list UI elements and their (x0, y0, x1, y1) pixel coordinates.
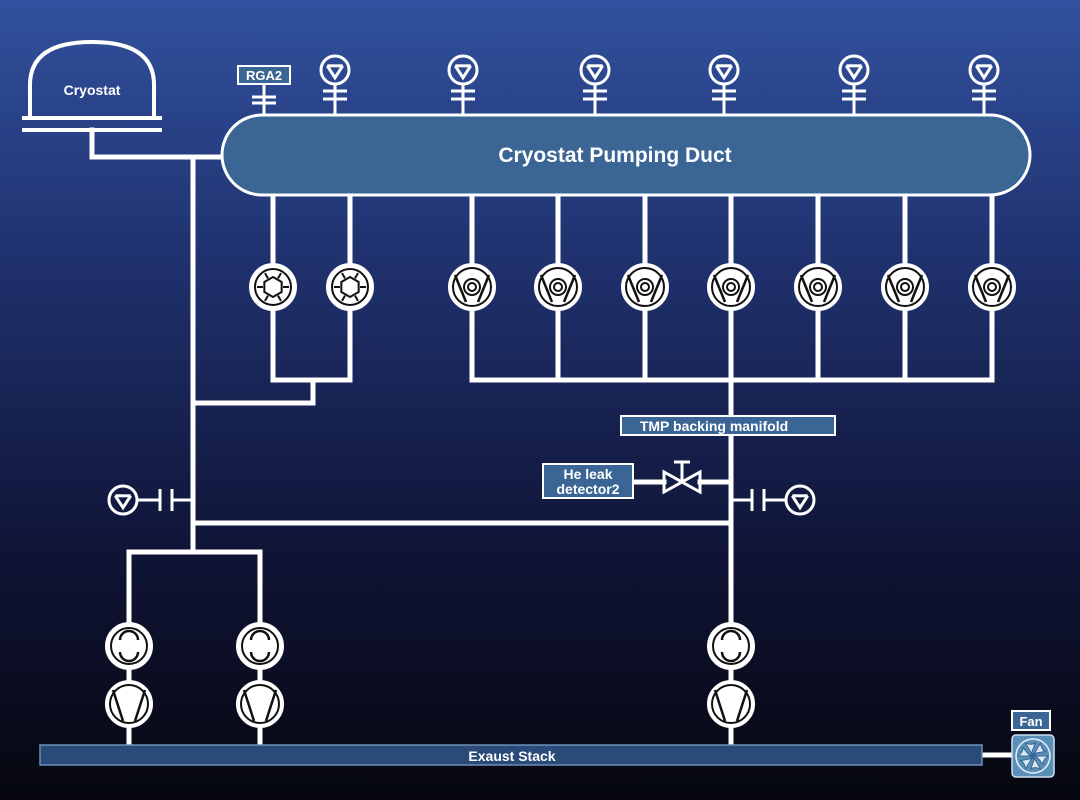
cryopumps (249, 263, 374, 311)
cryopump-icon[interactable] (326, 263, 374, 311)
exhaust-label: Exaust Stack (468, 748, 555, 764)
cryostat-line (89, 127, 225, 160)
top-gauge-icon[interactable] (968, 54, 1000, 115)
fan-label: Fan (1019, 714, 1042, 729)
cryopump-icon[interactable] (249, 263, 297, 311)
turbo-pump-icon[interactable] (534, 263, 582, 311)
roughing-split-pipe (126, 549, 263, 625)
side-gauge-right-icon[interactable] (731, 484, 816, 516)
cryopump-to-trunk-pipe (190, 377, 316, 406)
cryopump-return-pipe (270, 309, 353, 383)
top-gauge-icon[interactable] (319, 54, 351, 115)
tmp-backing-manifold-label-box: TMP backing manifold (620, 415, 836, 436)
backing-pump-set[interactable] (707, 622, 755, 728)
pipework (89, 127, 1015, 758)
top-gauges (319, 54, 1000, 115)
backing-pump-set[interactable] (236, 622, 284, 728)
turbo-pumps (448, 263, 1016, 311)
fan[interactable]: Fan (1011, 710, 1055, 778)
leak-detector-label-2: detector2 (556, 481, 619, 497)
roughing-pump-icon (236, 680, 284, 728)
exhaust-stack: Exaust Stack (39, 744, 983, 766)
leak-detector-label-1: He leak (563, 466, 612, 482)
rga-label: RGA2 (246, 68, 282, 83)
duct-label: Cryostat Pumping Duct (498, 144, 731, 167)
cryostat-pumping-duct[interactable]: Cryostat Pumping Duct (220, 113, 1032, 197)
top-gauge-icon[interactable] (579, 54, 611, 115)
roughing-pump-icon (707, 680, 755, 728)
turbo-pump-icon[interactable] (968, 263, 1016, 311)
roots-pump-icon (707, 622, 755, 670)
turbo-pump-icon[interactable] (707, 263, 755, 311)
side-gauges (107, 484, 816, 516)
cryostat-label: Cryostat (64, 82, 121, 98)
rga-instrument[interactable]: RGA2 (237, 65, 291, 115)
top-gauge-icon[interactable] (838, 54, 870, 115)
tmp-drop-pipes (469, 192, 995, 267)
top-gauge-icon[interactable] (447, 54, 479, 115)
leak-detector-valve[interactable] (662, 460, 702, 495)
roughing-pump-icon (105, 680, 153, 728)
manifold-label: TMP backing manifold (640, 418, 788, 434)
roots-pump-icon (105, 622, 153, 670)
turbo-pump-icon[interactable] (621, 263, 669, 311)
he-leak-detector[interactable]: He leak detector2 (542, 463, 634, 499)
turbo-pump-icon[interactable] (448, 263, 496, 311)
tmp-outlet-pipes (469, 307, 995, 383)
turbo-pump-icon[interactable] (881, 263, 929, 311)
backing-pumps (105, 622, 755, 728)
roots-pump-icon (236, 622, 284, 670)
top-gauge-icon[interactable] (708, 54, 740, 115)
side-gauge-left-icon[interactable] (107, 484, 193, 516)
fan-blades-icon (1015, 738, 1051, 774)
cryostat: Cryostat (22, 39, 162, 132)
turbo-pump-icon[interactable] (794, 263, 842, 311)
backing-pump-set[interactable] (105, 622, 153, 728)
